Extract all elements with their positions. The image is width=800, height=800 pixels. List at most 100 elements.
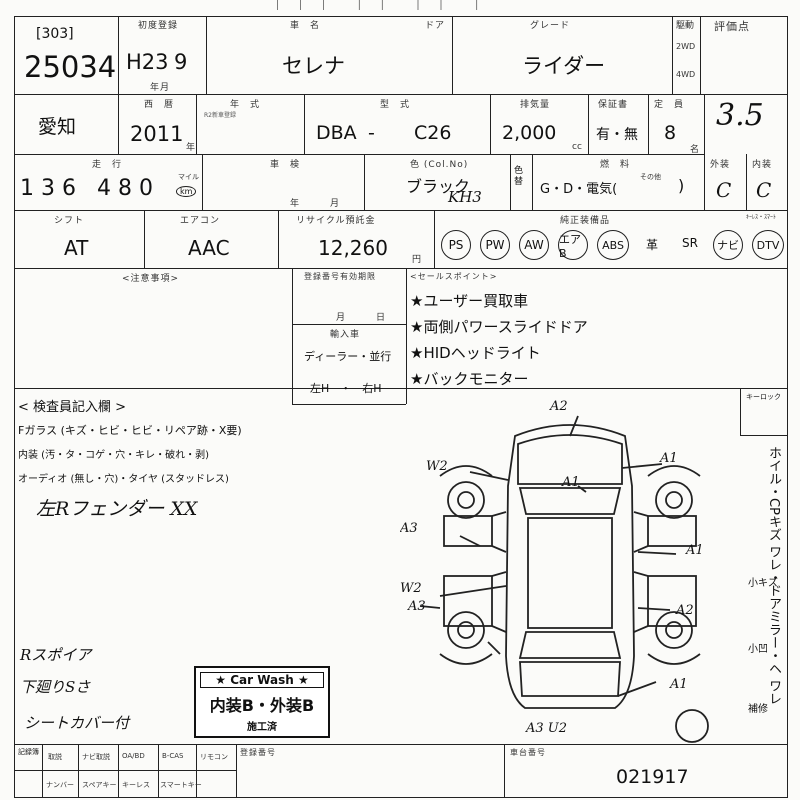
drive-2wd: 2WD [676, 42, 696, 51]
mark-left-door: A3 [400, 521, 418, 536]
bottom-label-navi-manual: ナビ取説 [82, 753, 110, 761]
hand-note-seatcover: シートカバー付 [24, 714, 130, 732]
grade: ライダー [522, 54, 606, 78]
damage-legend: ホイル・CPキズ ワレ・ドアミラー・ヘ ワレ [766, 446, 781, 706]
capacity-unit: 名 [690, 145, 700, 155]
ac-label: エアコン [180, 216, 221, 226]
import-type: ディーラー・並行 [304, 350, 392, 363]
sheet-title-cut: ｜｜｜ ｜｜ ｜｜ ｜ [270, 0, 493, 12]
recycle-unit: 円 [412, 255, 422, 265]
color-change-label: 色替 [514, 166, 524, 187]
key-lock-label: キーロック [746, 393, 781, 401]
car-name-label: 車 名 [290, 21, 321, 31]
equip-airbag: エアB [558, 230, 588, 260]
displacement: 2,000 [502, 122, 557, 144]
mark-front-right: A1 [659, 451, 678, 466]
score-label: 評価点 [714, 20, 750, 33]
legend-small-dent: 小凹 [748, 644, 768, 655]
bottom-label-spare-key: スペアキー [82, 781, 117, 789]
handle-side: 左H ・ 右H [310, 382, 382, 395]
recycle: 12,260 [318, 236, 388, 260]
hand-note-spoiler: Rスポイア [20, 646, 92, 664]
equip-pw: PW [480, 230, 510, 260]
interior-grade: C [756, 178, 772, 202]
model-code: C26 [414, 122, 452, 144]
mileage: 136 480 [20, 176, 160, 201]
bottom-label-manual: 取説 [48, 753, 62, 761]
chassis-number: 021917 [616, 766, 689, 788]
shift: AT [64, 236, 89, 260]
capacity: 8 [664, 122, 677, 144]
model-dash: - [368, 122, 375, 144]
mark-rear: A3 U2 [525, 721, 567, 736]
equip-sr: SR [682, 236, 698, 250]
bottom-record-label: 記録簿 [18, 748, 39, 756]
fuel-options: G・D・電気( [540, 182, 618, 197]
import-label: 輸入車 [330, 330, 361, 340]
drive-4wd: 4WD [676, 70, 696, 79]
drive-label: 駆動 [676, 21, 695, 31]
model-year-sub: R2新車登録 [204, 112, 236, 119]
first-reg-unit: 年月 [150, 83, 171, 93]
car-diagram: A2 A1 W2 A1 A3 A1 W2 A3 A2 A1 A3 U2 [400, 399, 709, 743]
inspection-month: 年 月 [290, 199, 341, 209]
sales-point-1: ★ユーザー買取車 [410, 292, 529, 310]
bottom-label-remote: リモコン [200, 753, 228, 761]
mark-windshield: A1 [561, 475, 580, 490]
reg-number-label: 登録番号 [240, 748, 276, 757]
equip-dtv: DTV [752, 230, 784, 260]
fuel-label: 燃 料 [600, 160, 631, 170]
chassis-label: 車台番号 [510, 748, 546, 757]
lot-id: [303] [36, 26, 74, 42]
interior-label: 内装 [752, 160, 773, 170]
displacement-unit: cc [572, 142, 582, 152]
inspector-line-1: Fガラス (キズ・ヒビ・ヒビ・リペア跡・X要) [18, 424, 242, 437]
car-wash-done: 施工済 [247, 722, 277, 733]
fuel-other: その他 [640, 173, 661, 181]
year: 2011 [130, 122, 184, 146]
fuel-close: ) [678, 176, 685, 195]
door-label: ドア [425, 21, 446, 31]
car-wash-main: 内装B・外装B [209, 696, 315, 715]
bottom-label-smart-key: スマートキー [160, 781, 202, 789]
year-unit: 年 [186, 143, 196, 153]
mark-front-left: W2 [426, 459, 448, 474]
inspector-title: < 検査員記入欄 > [18, 400, 127, 415]
equip-leather: 革 [646, 238, 659, 252]
hand-note-fender: 左Rフェンダー XX [36, 498, 198, 520]
notes-label: <注意事項> [122, 274, 180, 284]
model-prefix: DBA [316, 122, 357, 144]
warranty-label: 保証書 [598, 100, 629, 110]
exterior-label: 外装 [710, 160, 731, 170]
sales-point-4: ★バックモニター [410, 370, 529, 388]
model-type-label: 型 式 [380, 100, 411, 110]
car-wash-stamp: ★ Car Wash ★ 内装B・外装B 施工済 [194, 666, 330, 738]
mark-right-rear: A2 [675, 603, 694, 618]
equip-abs: ABS [597, 230, 629, 260]
mileage-unit-km: km [176, 186, 197, 197]
equip-ps: PS [441, 230, 471, 260]
mark-left-rear-w: W2 [400, 581, 422, 596]
bottom-label-number: ナンバー [46, 781, 74, 789]
equip-navi: ナビ [713, 230, 743, 260]
hand-note-underbody: 下廻りSさ [20, 678, 91, 696]
outer-frame [14, 16, 788, 798]
inspection-label: 車 検 [270, 160, 301, 170]
inspector-line-2: 内装 (汚・タ・コゲ・穴・キレ・破れ・剥) [18, 450, 209, 461]
region: 愛知 [38, 116, 77, 138]
sales-point-3: ★HIDヘッドライト [410, 344, 541, 362]
equip-aw: AW [519, 230, 549, 260]
car-name: セレナ [282, 54, 345, 78]
mark-rear-right: A1 [669, 677, 688, 692]
color-label: 色 (Col.No) [410, 160, 469, 170]
capacity-label: 定 員 [654, 100, 685, 110]
reg-expiry-date: 月 日 [336, 313, 387, 323]
exterior-grade: C [716, 178, 732, 202]
keyless-label: ｷｰﾚｽ・ｽﾏｰﾄ [746, 214, 777, 221]
car-wash-title: ★ Car Wash ★ [200, 672, 324, 688]
sales-point-2: ★両側パワースライドドア [410, 318, 588, 336]
warranty: 有・無 [596, 127, 638, 143]
ac: AAC [188, 236, 230, 260]
lot-number: 25034 [24, 50, 117, 84]
